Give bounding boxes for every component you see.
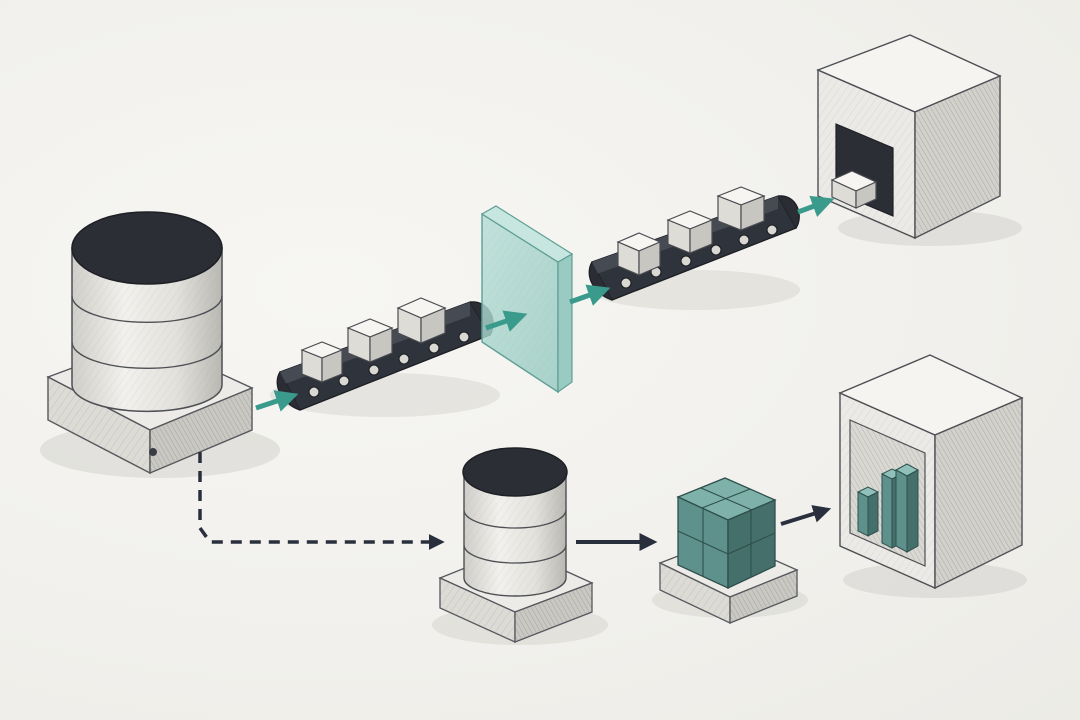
source-database xyxy=(40,211,280,478)
filter-pane xyxy=(480,205,574,394)
edge-source-to-conveyor xyxy=(255,390,299,412)
storage-box-icon xyxy=(838,354,1024,590)
cube-block xyxy=(652,477,808,625)
olap-cube-icon xyxy=(676,477,777,590)
analytics-display xyxy=(838,354,1027,598)
power-led-icon xyxy=(149,448,157,456)
data-box xyxy=(346,318,394,363)
glass-panel-icon xyxy=(480,205,574,394)
conveyor-raw xyxy=(270,297,500,417)
database-icon xyxy=(71,211,223,413)
data-box xyxy=(716,186,766,231)
data-box xyxy=(300,341,344,383)
edge-conveyor-to-filter xyxy=(485,310,528,332)
replica-database xyxy=(432,447,608,645)
bar-chart-icon xyxy=(856,463,920,553)
conveyor-filtered xyxy=(588,186,800,310)
storage-box-icon xyxy=(816,34,1002,240)
edge-source-to-replica xyxy=(198,452,445,550)
edge-filter-to-conveyor xyxy=(569,284,611,306)
database-icon xyxy=(462,447,568,597)
edge-conveyor-to-warehouse xyxy=(797,195,835,217)
edge-cube-to-analytics xyxy=(780,505,832,526)
data-box xyxy=(666,210,714,254)
warehouse-store xyxy=(816,34,1022,246)
data-box xyxy=(396,297,447,344)
data-box xyxy=(616,232,662,276)
